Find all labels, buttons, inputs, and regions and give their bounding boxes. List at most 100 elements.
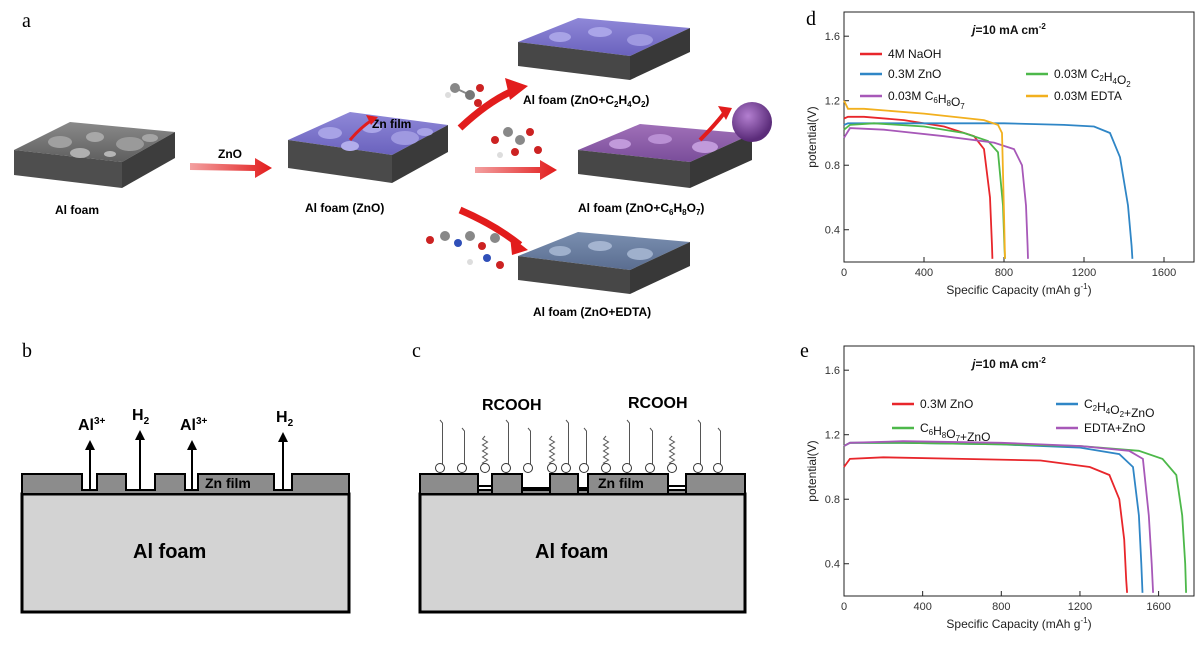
molecule-edta <box>426 231 504 269</box>
label-al-foam-c: Al foam <box>535 541 608 563</box>
label-rcooh-2: RCOOH <box>628 395 688 412</box>
label-product-edta: Al foam (ZnO+EDTA) <box>533 305 651 319</box>
panel-a-schematic: Al foam ZnO Al foam (ZnO) Zn film <box>14 18 772 319</box>
carboxyl-head <box>667 463 677 473</box>
x-tick-label: 1600 <box>1146 601 1170 613</box>
surfactant-chain <box>583 427 587 464</box>
surfactant-chain <box>505 419 509 465</box>
x-tick-label: 400 <box>915 267 933 279</box>
y-axis-label: potential(V) <box>805 440 819 501</box>
chart-title: j=10 mA cm-2 <box>970 356 1046 371</box>
x-tick-label: 0 <box>841 601 847 613</box>
panel-c-schematic: Al foam Zn film RCOOH RCOOH <box>418 395 747 614</box>
foam-citric-block <box>578 124 752 188</box>
carboxyl-head <box>523 463 533 473</box>
panel-letter-a: a <box>22 10 31 32</box>
svg-text:H2: H2 <box>276 409 294 429</box>
pit-outline-c <box>477 485 687 494</box>
zoom-ball <box>732 102 772 142</box>
surfactant-chain <box>626 419 630 465</box>
x-axis-label: Specific Capacity (mAh g-1) <box>946 282 1091 297</box>
panel-letter-e: e <box>800 340 809 362</box>
svg-text:H2: H2 <box>132 407 150 427</box>
y-tick-label: 1.6 <box>825 365 840 377</box>
carboxyl-head <box>457 463 467 473</box>
label-product-citric: Al foam (ZnO+C6H8O7) <box>578 201 704 217</box>
carboxyl-head <box>501 463 511 473</box>
label-zn-film-a: Zn film <box>372 117 411 131</box>
carboxyl-head <box>645 463 655 473</box>
legend-label: 0.03M C6H8O7 <box>888 89 965 111</box>
series-line-3 <box>843 127 1029 259</box>
panel-letter-d: d <box>806 8 816 30</box>
series-line-0 <box>843 115 994 259</box>
surfactant-chain <box>668 435 676 467</box>
zn-film-layer-c <box>419 473 746 495</box>
label-product-acetic: Al foam (ZnO+C2H4O2) <box>523 93 649 109</box>
label-zno-arrow: ZnO <box>218 147 242 161</box>
foam-acetic-block <box>518 18 690 80</box>
x-tick-label: 800 <box>995 267 1013 279</box>
x-axis-label: Specific Capacity (mAh g-1) <box>946 616 1091 631</box>
carboxyl-head <box>693 463 703 473</box>
carboxyl-head <box>561 463 571 473</box>
al-foam-block <box>14 122 175 188</box>
surfactant-chain <box>439 419 443 465</box>
x-tick-label: 1200 <box>1068 601 1092 613</box>
y-axis-label: potential(V) <box>805 106 819 167</box>
al-foam-substrate-c <box>418 492 747 614</box>
legend-label: EDTA+ZnO <box>1084 421 1145 435</box>
x-tick-label: 1600 <box>1152 267 1176 279</box>
surfactant-chain <box>461 427 465 464</box>
plot-frame <box>843 345 1195 597</box>
carboxyl-head <box>480 463 490 473</box>
series-line-1 <box>843 441 1144 593</box>
series-line-0 <box>843 456 1128 593</box>
gas-h2-2: H2 <box>276 409 294 490</box>
series-line-1 <box>843 122 1134 259</box>
y-tick-label: 0.4 <box>825 225 840 237</box>
x-tick-label: 1200 <box>1072 267 1096 279</box>
carboxyl-head <box>435 463 445 473</box>
arrow-zno <box>190 158 272 178</box>
label-rcooh-1: RCOOH <box>482 397 542 414</box>
y-tick-label: 1.6 <box>825 31 840 43</box>
surfactant-chain <box>481 435 489 467</box>
carboxyl-head <box>713 463 723 473</box>
label-al-foam-b: Al foam <box>133 541 206 563</box>
label-al-foam: Al foam <box>55 203 99 217</box>
surfactant-chain <box>565 419 569 465</box>
legend-label: 0.3M ZnO <box>888 67 941 81</box>
label-zn-film-b: Zn film <box>205 475 251 491</box>
y-tick-label: 1.2 <box>825 96 840 108</box>
legend-label: 0.03M EDTA <box>1054 89 1122 103</box>
panel-letter-b: b <box>22 340 32 362</box>
zn-film-layer-b <box>21 473 350 495</box>
surfactant-chain <box>649 427 653 464</box>
legend-label: 0.03M C2H4O2 <box>1054 67 1131 89</box>
series-line-3 <box>843 440 1154 593</box>
label-zn-film-c: Zn film <box>598 475 644 491</box>
x-tick-label: 400 <box>913 601 931 613</box>
panel-letter-c: c <box>412 340 421 362</box>
series-line-4 <box>843 100 1006 259</box>
legend-label: C2H4O2+ZnO <box>1084 397 1154 420</box>
carboxyl-head <box>601 463 611 473</box>
legend-label: C6H8O7+ZnO <box>920 421 990 444</box>
surfactant-chains <box>435 419 723 473</box>
carboxyl-head <box>579 463 589 473</box>
svg-text:Al3+: Al3+ <box>78 416 106 434</box>
y-tick-label: 0.8 <box>825 494 840 506</box>
x-tick-label: 0 <box>841 267 847 279</box>
surfactant-chain <box>527 427 531 464</box>
carboxyl-head <box>622 463 632 473</box>
series-line-2 <box>843 441 1187 593</box>
al-foam-zno-block <box>288 112 448 183</box>
gas-h2-1: H2 <box>132 407 150 490</box>
legend-label: 4M NaOH <box>888 47 941 61</box>
x-tick-label: 800 <box>992 601 1010 613</box>
y-tick-label: 1.2 <box>825 430 840 442</box>
chart-title: j=10 mA cm-2 <box>970 22 1046 37</box>
surfactant-chain <box>548 435 556 467</box>
